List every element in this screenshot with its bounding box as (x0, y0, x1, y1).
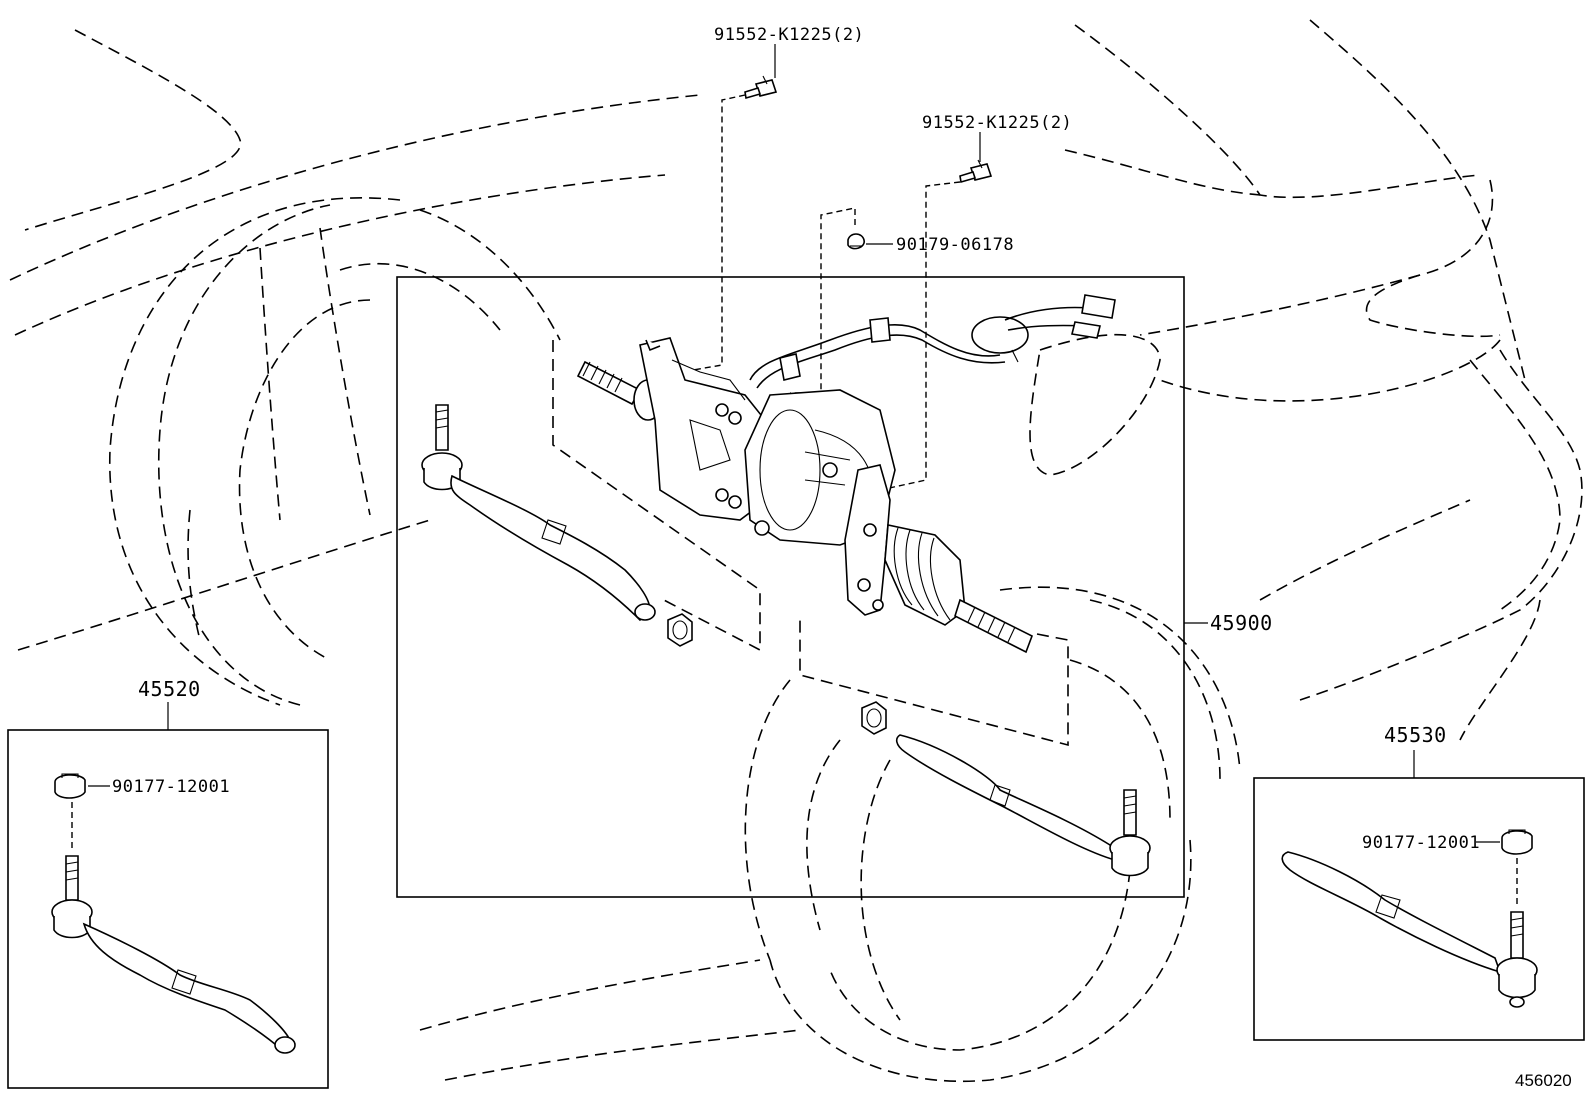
tie-rod-left-inset-frame (7, 729, 329, 1089)
tie-rod-right-inset-frame (1253, 777, 1585, 1041)
mount-guide-right (799, 615, 1069, 747)
callout-nut-left: 90177-12001 (112, 777, 230, 797)
tie-rod-end-right (895, 734, 1151, 877)
illustration-number: 456020 (1515, 1071, 1572, 1090)
clip-guide (790, 207, 856, 394)
bolt-upper-left-guide (692, 94, 746, 371)
inset-left-tie-rod (51, 855, 296, 1054)
clip-90179 (847, 233, 865, 250)
inset-right-tie-rod (1281, 851, 1538, 1008)
vehicle-body-outline (9, 19, 1583, 1081)
right-wheel-outline (744, 586, 1241, 1082)
tie-rod-end-left (421, 404, 656, 622)
left-wheel-outline (109, 197, 561, 706)
callout-bolt-upper-left: 91552-K1225(2) (714, 25, 864, 45)
inset-right-nut (1501, 829, 1533, 855)
callout-tie-rod-right: 45530 (1384, 723, 1447, 747)
callout-clip: 90179-06178 (896, 235, 1014, 255)
callout-gear-assembly: 45900 (1210, 611, 1273, 635)
inset-left-nut (54, 773, 86, 799)
hex-nut-left (667, 613, 693, 647)
hex-nut-right (861, 701, 887, 735)
bolt-upper-right (959, 159, 993, 184)
callout-tie-rod-left: 45520 (138, 677, 201, 701)
steering-gear-housing (576, 294, 1116, 654)
gear-assembly-frame (396, 276, 1185, 898)
callout-bolt-upper-right: 91552-K1225(2) (922, 113, 1072, 133)
bolt-upper-left (744, 75, 778, 100)
callout-nut-right: 90177-12001 (1362, 833, 1480, 853)
